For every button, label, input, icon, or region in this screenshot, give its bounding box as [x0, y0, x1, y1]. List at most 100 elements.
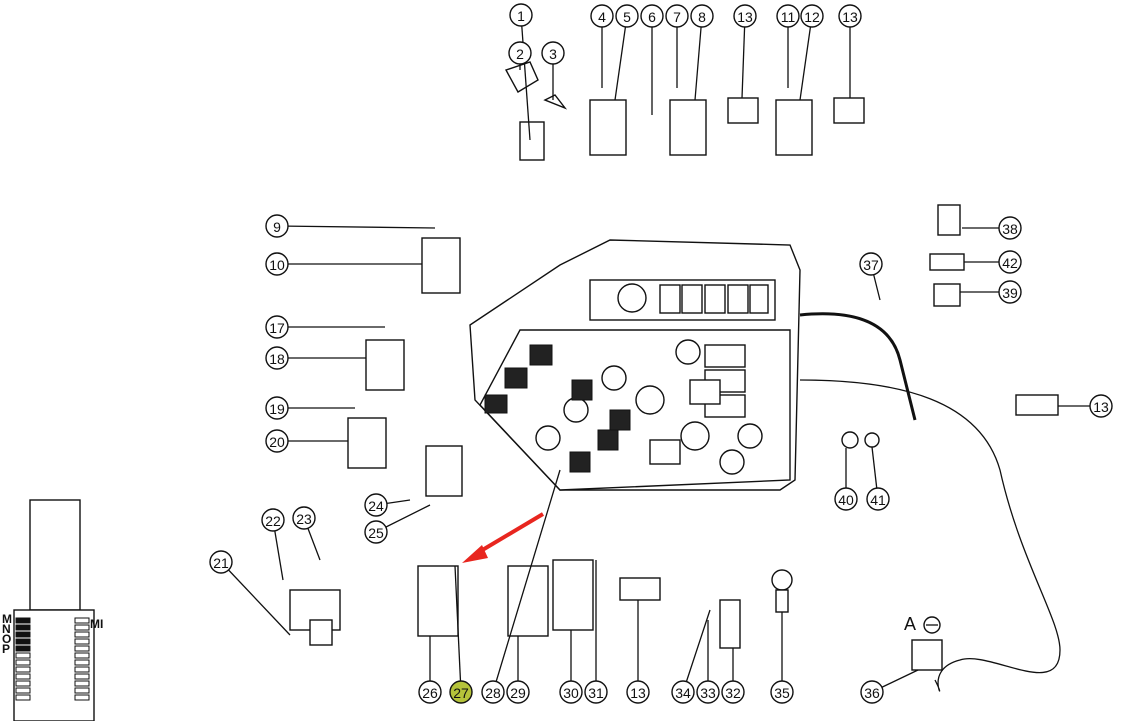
- callout-30: 30: [559, 680, 583, 704]
- callout-circle: [626, 680, 650, 704]
- callout-circle: [1089, 394, 1113, 418]
- callout-6: 6: [640, 4, 664, 28]
- callout-13: 13: [626, 680, 650, 704]
- callout-circle: [834, 487, 858, 511]
- callout-28: 28: [481, 680, 505, 704]
- leader-line: [799, 15, 813, 101]
- callout-number: 21: [213, 555, 229, 571]
- callout-number: 23: [296, 511, 312, 527]
- callout-circle: [866, 487, 890, 511]
- callout-number: 38: [1002, 221, 1018, 237]
- thumb-slot: [15, 645, 31, 652]
- thumb-slot: [74, 659, 90, 666]
- callout-number: 25: [368, 525, 384, 541]
- callout-circle: [265, 214, 289, 238]
- callout-19: 19: [265, 396, 289, 420]
- callout-31: 31: [584, 680, 608, 704]
- callout-number: 27: [453, 685, 469, 701]
- callout-circle: [770, 680, 794, 704]
- switch-parts: [289, 61, 1059, 671]
- thumb-slot: [15, 617, 31, 624]
- callout-number: 12: [804, 9, 820, 25]
- callout-number: 29: [510, 685, 526, 701]
- console-panel: [469, 239, 1061, 692]
- thumb-slot: [74, 624, 90, 631]
- callout-circle: [860, 680, 884, 704]
- callout-circle: [859, 252, 883, 276]
- callout-circle: [640, 4, 664, 28]
- callout-18: 18: [265, 346, 289, 370]
- thumb-slot: [74, 673, 90, 680]
- callout-32: 32: [721, 680, 745, 704]
- leader-line: [682, 609, 711, 693]
- callout-number: 3: [549, 46, 557, 62]
- callout-number: 40: [838, 492, 854, 508]
- callout-37: 37: [859, 252, 883, 276]
- thumb-slot: [74, 680, 90, 687]
- thumb-slot: [74, 645, 90, 652]
- callout-circle: [509, 3, 533, 27]
- callout-number: 22: [265, 513, 281, 529]
- thumb-slot: [15, 694, 31, 701]
- callout-33: 33: [696, 680, 720, 704]
- callout-circle: [733, 4, 757, 28]
- callout-number: 9: [273, 219, 281, 235]
- callout-number: 10: [269, 257, 285, 273]
- callout-40: 40: [834, 487, 858, 511]
- callout-circle: [449, 680, 473, 704]
- callout-circle: [838, 4, 862, 28]
- callout-20: 20: [265, 429, 289, 453]
- callout-number: 13: [842, 9, 858, 25]
- callout-circle: [265, 429, 289, 453]
- callout-circle: [998, 280, 1022, 304]
- red-arrow-head: [462, 545, 488, 563]
- callout-26: 26: [418, 680, 442, 704]
- callout-27: 27: [449, 680, 473, 704]
- callout-number: 36: [864, 685, 880, 701]
- callout-5: 5: [615, 4, 639, 28]
- thumb-label-n: N: [2, 622, 11, 636]
- callout-circle: [541, 41, 565, 65]
- callout-number: 34: [675, 685, 691, 701]
- callout-number: 7: [673, 9, 681, 25]
- callout-number: 28: [485, 685, 501, 701]
- callout-number: 1: [517, 8, 525, 24]
- callout-number: 13: [737, 9, 753, 25]
- thumb-slot: [15, 680, 31, 687]
- callout-circle: [265, 315, 289, 339]
- callout-circle: [261, 508, 285, 532]
- callout-number: 4: [598, 9, 606, 25]
- callout-number: 2: [516, 46, 524, 62]
- thumb-slot: [74, 638, 90, 645]
- callout-circle: [364, 493, 388, 517]
- leader-line: [492, 469, 561, 693]
- callout-number: 31: [588, 685, 604, 701]
- thumb-slot: [15, 659, 31, 666]
- callout-number: 20: [269, 434, 285, 450]
- callout-8: 8: [690, 4, 714, 28]
- thumb-label-p: P: [2, 642, 11, 656]
- callout-circle: [481, 680, 505, 704]
- callout-number: 33: [700, 685, 716, 701]
- thumb-slot: [74, 687, 90, 694]
- thumb-slot: [74, 694, 90, 701]
- detail-label: A: [904, 614, 917, 634]
- callout-35: 35: [770, 680, 794, 704]
- callout-number: 5: [623, 9, 631, 25]
- callout-circle: [998, 250, 1022, 274]
- callout-38: 38: [998, 216, 1022, 240]
- callout-number: 13: [1093, 399, 1109, 415]
- callout-circle: [776, 4, 800, 28]
- callout-17: 17: [265, 315, 289, 339]
- thumb-slot: [74, 652, 90, 659]
- leader-line: [520, 14, 531, 141]
- callout-24: 24: [364, 493, 388, 517]
- callout-41: 41: [866, 487, 890, 511]
- callout-number: 24: [368, 498, 384, 514]
- callout-number: 8: [698, 9, 706, 25]
- leader-line: [454, 565, 462, 693]
- callout-11: 11: [776, 4, 800, 28]
- callout-number: 26: [422, 685, 438, 701]
- callout-12: 12: [800, 4, 824, 28]
- callout-4: 4: [590, 4, 614, 28]
